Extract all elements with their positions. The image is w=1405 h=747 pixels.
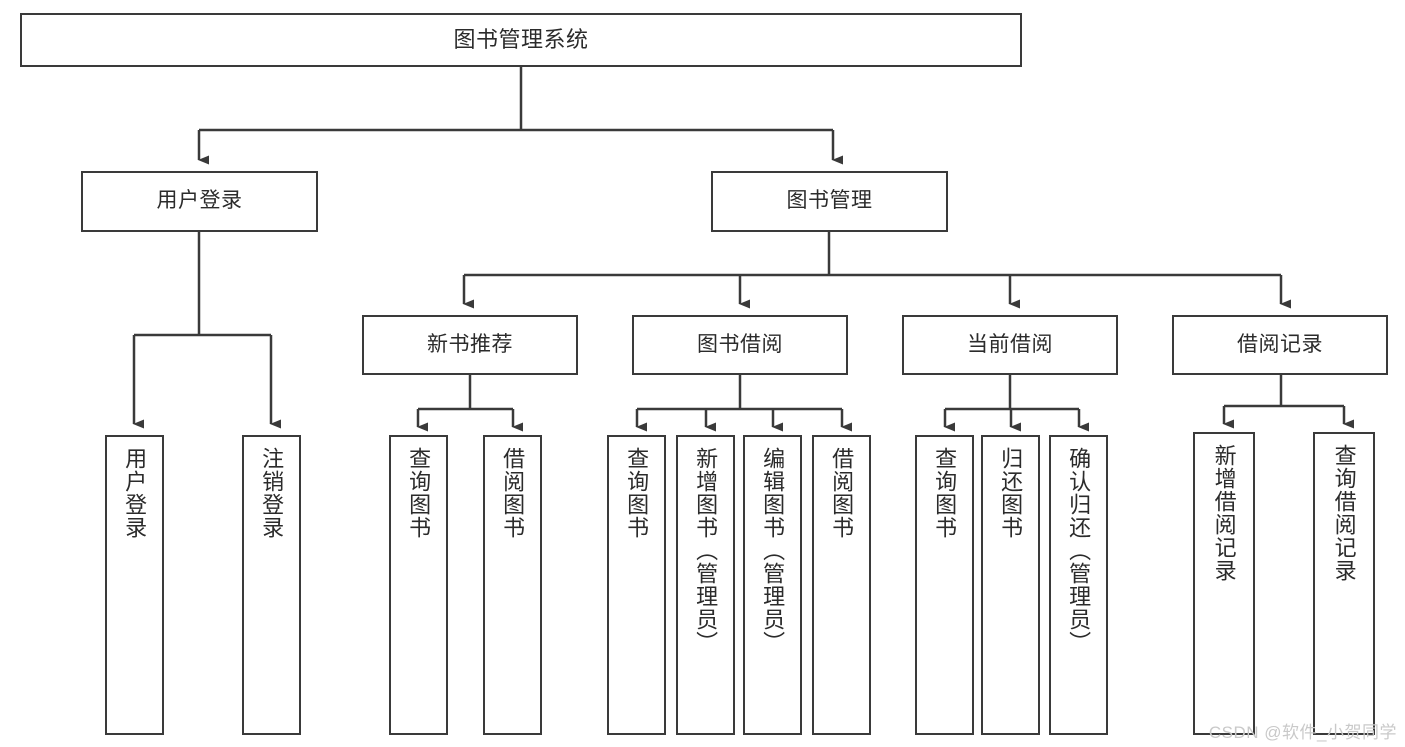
node-label: 借阅图书	[829, 447, 855, 539]
node-leaf-add-book[interactable]: 新增图书（管理员）	[676, 435, 735, 735]
node-user-login[interactable]: 用户登录	[81, 171, 318, 232]
node-label: 借阅记录	[1237, 332, 1323, 356]
node-book-manage[interactable]: 图书管理	[711, 171, 948, 232]
node-leaf-edit-book[interactable]: 编辑图书（管理员）	[743, 435, 802, 735]
node-leaf-logout[interactable]: 注销登录	[242, 435, 301, 735]
node-root-system[interactable]: 图书管理系统	[20, 13, 1022, 67]
node-leaf-user-login[interactable]: 用户登录	[105, 435, 164, 735]
node-leaf-confirm-return[interactable]: 确认归还（管理员）	[1049, 435, 1108, 735]
edges-new-book-rec	[416, 375, 523, 432]
edges-book-borrow	[635, 375, 852, 432]
node-leaf-add-borrow-record[interactable]: 新增借阅记录	[1193, 432, 1255, 735]
node-leaf-query-book-2[interactable]: 查询图书	[607, 435, 666, 735]
node-label: 查询图书	[624, 447, 650, 539]
edges-book-manage	[462, 232, 1291, 309]
node-label: 注销登录	[259, 447, 285, 539]
node-label: 借阅图书	[500, 447, 526, 539]
node-leaf-borrow-book-2[interactable]: 借阅图书	[812, 435, 871, 735]
node-label: 用户登录	[156, 189, 243, 213]
node-leaf-return-book[interactable]: 归还图书	[981, 435, 1040, 735]
node-leaf-query-book-1[interactable]: 查询图书	[389, 435, 448, 735]
node-label: 编辑图书（管理员）	[760, 447, 786, 654]
node-leaf-query-book-3[interactable]: 查询图书	[915, 435, 974, 735]
node-label: 图书管理	[786, 189, 873, 213]
node-label: 用户登录	[122, 447, 148, 539]
edges-current-borrow	[943, 375, 1089, 432]
node-label: 新书推荐	[427, 332, 513, 356]
node-label: 查询借阅记录	[1331, 444, 1357, 582]
node-label: 归还图书	[998, 447, 1024, 539]
node-new-book-recommend[interactable]: 新书推荐	[362, 315, 578, 375]
node-leaf-borrow-book-1[interactable]: 借阅图书	[483, 435, 542, 735]
node-label: 图书管理系统	[453, 27, 589, 53]
node-label: 新增图书（管理员）	[693, 447, 719, 654]
node-label: 查询图书	[406, 447, 432, 539]
node-label: 图书借阅	[697, 332, 783, 356]
node-book-borrow[interactable]: 图书借阅	[632, 315, 848, 375]
edges-user-login	[132, 232, 281, 429]
edges-borrow-record	[1222, 375, 1354, 429]
node-label: 当前借阅	[967, 332, 1053, 356]
node-label: 新增借阅记录	[1211, 444, 1237, 582]
node-label: 确认归还（管理员）	[1066, 447, 1092, 654]
node-current-borrow[interactable]: 当前借阅	[902, 315, 1118, 375]
edges-root	[197, 67, 843, 165]
node-leaf-query-borrow-record[interactable]: 查询借阅记录	[1313, 432, 1375, 735]
node-borrow-record[interactable]: 借阅记录	[1172, 315, 1388, 375]
node-label: 查询图书	[932, 447, 958, 539]
